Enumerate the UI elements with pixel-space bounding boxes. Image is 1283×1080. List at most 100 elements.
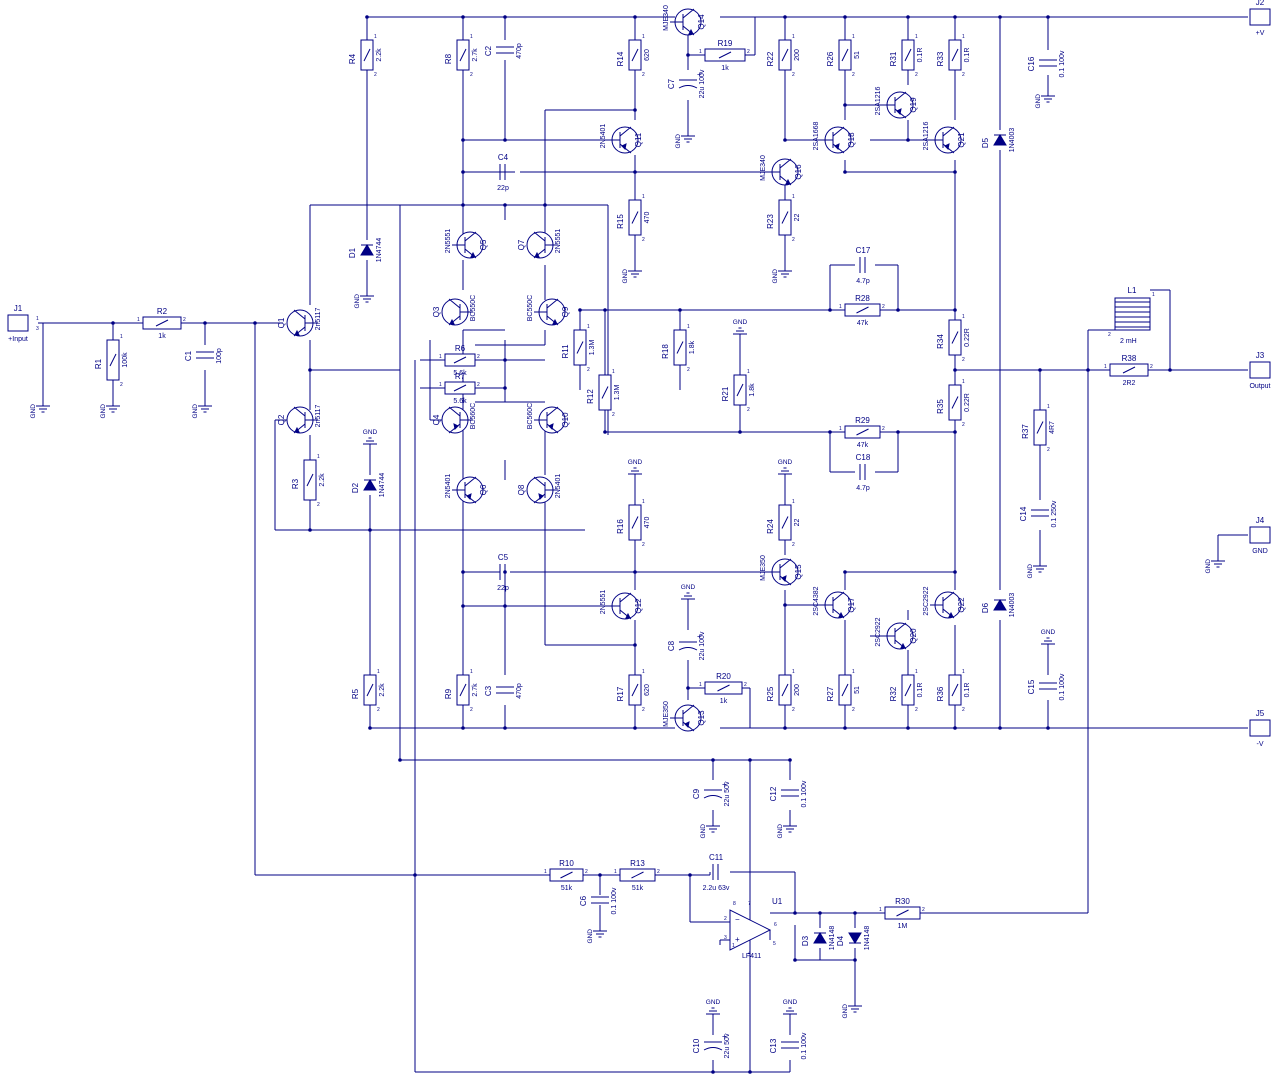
resistor-value: 100k bbox=[122, 352, 129, 368]
junction-dot bbox=[818, 911, 822, 915]
transistor-ref: Q5 bbox=[479, 239, 488, 250]
pin-number: 1 bbox=[1152, 292, 1155, 298]
ground-label: GND bbox=[1035, 94, 1042, 109]
transistor-ref: Q13 bbox=[697, 710, 706, 726]
junction-dot bbox=[953, 430, 957, 434]
capacitor-value: 470p bbox=[516, 683, 523, 699]
ground-label: GND bbox=[772, 269, 779, 284]
capacitor-value: 0.1 250v bbox=[1051, 500, 1058, 527]
junction-dot bbox=[503, 138, 507, 142]
pin-number: 1 bbox=[120, 334, 123, 340]
ground-symbol: GND bbox=[777, 820, 797, 838]
opamp-ref: U1 bbox=[772, 897, 783, 906]
ground-label: GND bbox=[700, 824, 707, 839]
connector-label: GND bbox=[1252, 548, 1268, 555]
connector-label: +Input bbox=[8, 336, 28, 343]
resistor-value: 1M bbox=[898, 923, 908, 930]
junction-dot bbox=[633, 15, 637, 19]
junction-dot bbox=[686, 686, 690, 690]
pin-number: 1 bbox=[839, 304, 842, 310]
pin-number: 1 bbox=[137, 317, 140, 323]
transistor-ref: Q3 bbox=[432, 306, 441, 317]
diode-ref: D1 bbox=[348, 247, 357, 258]
ground-label: GND bbox=[733, 319, 748, 326]
pin-number: 2 bbox=[922, 907, 925, 913]
diode-value: 1N4744 bbox=[379, 473, 386, 498]
resistor-ref: R27 bbox=[826, 686, 835, 701]
resistor-value: 2.2k bbox=[376, 48, 383, 62]
pin-number: 1 bbox=[879, 907, 882, 913]
pin-number: 2 bbox=[642, 542, 645, 548]
capacitor-ref: C9 bbox=[692, 788, 701, 799]
ground-label: GND bbox=[778, 459, 793, 466]
capacitor-ref: C2 bbox=[484, 45, 493, 56]
junction-dot bbox=[603, 430, 607, 434]
ground-symbol: GND bbox=[354, 290, 374, 308]
junction-dot bbox=[203, 321, 207, 325]
junction-dot bbox=[853, 958, 857, 962]
junction-dot bbox=[783, 726, 787, 730]
ground-label: GND bbox=[1027, 564, 1034, 579]
resistor-value: 2.7k bbox=[472, 683, 479, 697]
pin-number: 2 bbox=[744, 682, 747, 688]
transistor-type: 2N5401 bbox=[555, 474, 562, 499]
resistor-ref: R37 bbox=[1021, 424, 1030, 439]
ground-symbol: GND bbox=[783, 999, 798, 1020]
transistor-ref: Q2 bbox=[277, 414, 286, 425]
transistor-ref: Q12 bbox=[634, 598, 643, 614]
connector-ref: J5 bbox=[1256, 709, 1265, 718]
pin-number: 1 bbox=[852, 669, 855, 675]
resistor-value: 1.8k bbox=[689, 340, 696, 354]
connector-label: Output bbox=[1249, 383, 1270, 390]
junction-dot bbox=[461, 15, 465, 19]
ground-symbol: GND bbox=[628, 459, 643, 480]
diode-ref: D6 bbox=[981, 602, 990, 613]
junction-dot bbox=[906, 726, 910, 730]
resistor-value: 620 bbox=[644, 49, 651, 61]
ground-label: GND bbox=[681, 584, 696, 591]
pin-number: 2 bbox=[470, 72, 473, 78]
resistor-value: 0.1R bbox=[917, 683, 924, 698]
connector-body bbox=[1249, 8, 1271, 26]
junction-dot bbox=[461, 203, 465, 207]
ground-label: GND bbox=[100, 404, 107, 419]
ground-symbol: GND bbox=[681, 584, 696, 605]
pin-number: 6 bbox=[774, 922, 777, 928]
resistor-ref: R12 bbox=[586, 389, 595, 404]
resistor-ref: R32 bbox=[889, 686, 898, 701]
ground-symbol: GND bbox=[778, 459, 793, 480]
junction-dot bbox=[308, 528, 312, 532]
junction-dot bbox=[633, 726, 637, 730]
ground-symbol: GND bbox=[30, 400, 50, 418]
resistor-value: 0.1R bbox=[917, 48, 924, 63]
pin-number: 3 bbox=[36, 326, 39, 332]
junction-dot bbox=[578, 308, 582, 312]
pin-number: 1 bbox=[642, 194, 645, 200]
pin-number: 2 bbox=[724, 916, 727, 922]
transistor-type: 2n5117 bbox=[315, 404, 322, 427]
pin-number: 1 bbox=[699, 49, 702, 55]
junction-dot bbox=[853, 911, 857, 915]
capacitor-ref: C6 bbox=[579, 895, 588, 906]
resistor-value: 2R2 bbox=[1123, 380, 1136, 387]
resistor-value: 0.22R bbox=[964, 328, 971, 347]
pin-number: 2 bbox=[747, 49, 750, 55]
resistor-ref: R11 bbox=[561, 344, 570, 359]
capacitor-ref: C10 bbox=[692, 1038, 701, 1053]
transistor-ref: Q6 bbox=[479, 484, 488, 495]
resistor-ref: R21 bbox=[721, 386, 730, 401]
ground-symbol: GND bbox=[1205, 555, 1225, 573]
pin-number: 2 bbox=[792, 707, 795, 713]
